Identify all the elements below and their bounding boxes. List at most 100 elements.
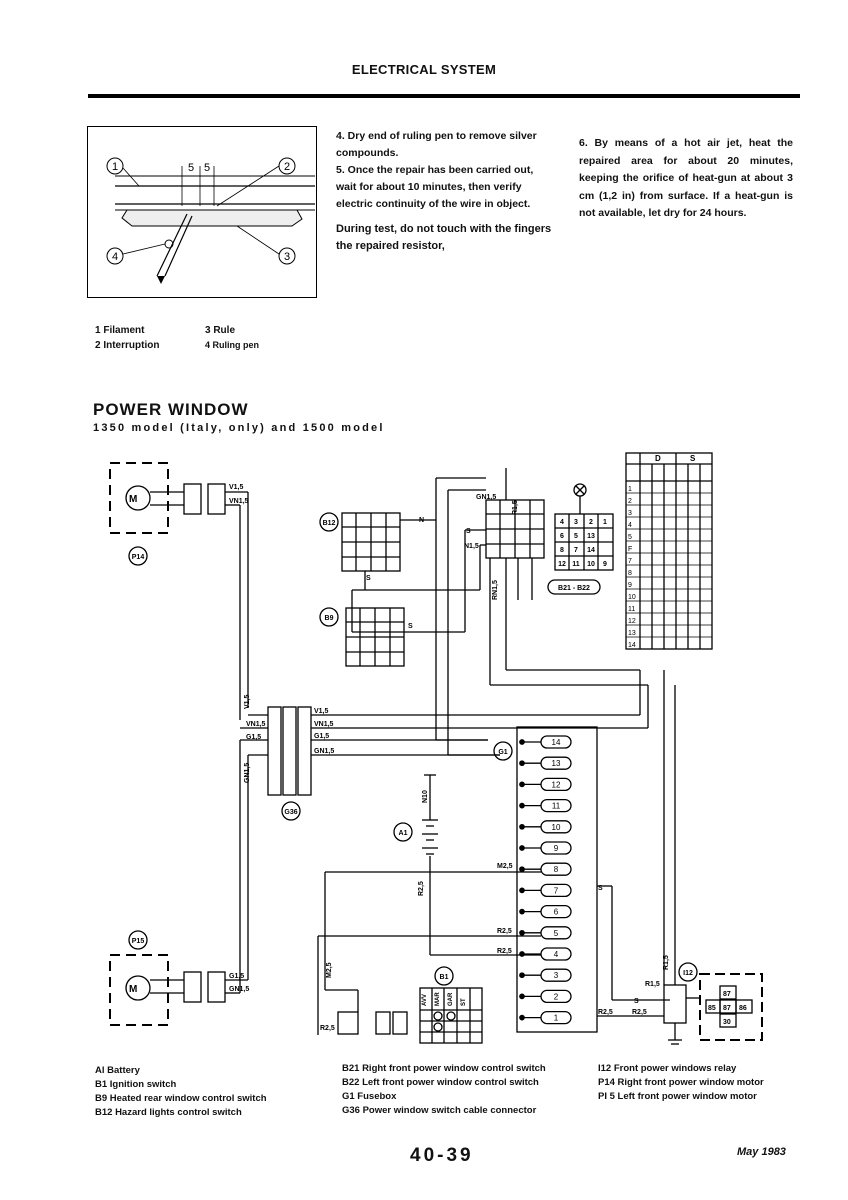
page-number: 40-39 [410,1145,474,1166]
ign-avv: AVV [422,994,428,1006]
callout-1: 1 [112,161,118,173]
label-p14: P14 [132,554,145,561]
legend-column-3: I12 Front power windows relay P14 Right … [598,1062,764,1104]
legend-column-2: B21 Right front power window control swi… [342,1062,546,1118]
dim-label-b: 5 [204,162,210,174]
legend-column-1: Al Battery B1 Ignition switch B9 Heated … [95,1064,267,1120]
table-row-label: 3 [628,510,632,517]
legend-interruption: 2 Interruption [95,340,160,351]
relay-pin-87b: 87 [723,1005,731,1012]
label-i12: I12 [683,970,693,977]
wire-r15-relay: R1,5 [645,981,660,988]
wire-r25-fuse5: R2,5 [497,928,512,935]
relay-pin-30: 30 [723,1019,731,1026]
middle-column: 4. Dry end of ruling pen to remove silve… [336,128,554,255]
ign-st: ST [461,998,467,1006]
table-row-label: 11 [628,606,635,613]
fuse-number: 11 [552,802,561,811]
connector-pin-number: 13 [587,533,595,540]
connector-pin-number: 8 [560,547,564,554]
fuse-number: 8 [554,865,559,874]
motor-p15-label: M [129,984,137,995]
table-row-label: 13 [628,630,636,637]
wire-g15-g36: G1,5 [246,734,261,741]
figure-legend-right: 3 Rule 4 Ruling pen [205,323,259,353]
wire-g15-p15: G1,5 [229,973,244,980]
fuse [540,862,572,876]
label-b1: B1 [440,974,449,981]
legend-rule: 3 Rule [205,325,236,336]
fuse-number: 1 [554,1014,559,1023]
fuse-terminal [519,887,525,894]
wire-vn15-p14: VN1,5 [229,498,249,505]
wire-r25-ign: R2,5 [320,1025,335,1032]
table-header-s: S [690,454,696,463]
wire-vn15-out: VN1,5 [314,721,334,728]
fuse-number: 12 [552,780,561,789]
relay-pin-85: 85 [708,1005,716,1012]
dim-label-a: 5 [188,162,194,174]
wire-m25-ign: M2,5 [326,962,333,978]
label-b12: B12 [323,520,336,527]
table-row-label: 5 [628,534,632,541]
table-row-label: 8 [628,570,632,577]
label-p15: P15 [132,938,145,945]
wire-n-b12: N [419,517,424,524]
legend-i12: I12 Front power windows relay [598,1063,737,1074]
table-row-label: 14 [628,642,636,649]
connector-pin-number: 3 [574,519,578,526]
fuse [540,841,572,855]
fuse [540,968,572,982]
fuse-number: 4 [554,950,559,959]
table-row-label: 7 [628,558,632,565]
label-b21-b22: B21 - B22 [558,585,590,592]
section-title: POWER WINDOW [93,400,249,419]
wire-s-b9: S [408,623,413,630]
fuse-number: 3 [554,971,559,980]
connector-pin-number: 6 [560,533,564,540]
fuse [540,947,572,961]
fuse-number: 2 [554,992,559,1001]
connector-pin-number: 1 [603,519,607,526]
label-g36: G36 [284,809,297,816]
callout-2: 2 [284,161,290,173]
fuse-terminal [519,802,525,809]
table-row-label: 12 [628,618,636,625]
wire-s-b12: S [366,575,371,582]
wire-r15-top: R1,5 [512,500,519,515]
label-b9: B9 [325,615,334,622]
fuse-terminal [519,866,525,873]
page-header: ELECTRICAL SYSTEM [351,62,497,77]
connector-pin-number: 5 [574,533,578,540]
callout-4: 4 [112,251,118,263]
connector-pin-number: 10 [587,561,595,568]
fuse-terminal [519,1014,525,1021]
table-row-label: 9 [628,582,632,589]
connector-pin-number: 2 [589,519,593,526]
wire-s-relay: S [634,998,639,1005]
fuse-terminal [519,739,525,745]
connector-pin-number: 11 [572,561,580,568]
fuse-terminal [519,993,525,1000]
wire-r15-vert: R1,5 [663,955,670,970]
label-a1: A1 [399,830,408,837]
connector-pin-number: 12 [558,561,566,568]
fuse-number: 14 [552,738,561,747]
fuse-terminal [519,845,525,851]
wire-v15-vert: V1,5 [244,694,251,709]
wire-gn15-p15: GN1,5 [229,986,249,993]
callout-3: 3 [284,251,290,263]
fuse-number: 6 [554,908,559,917]
fuse-terminal [519,781,525,788]
table-row-label: F [628,546,632,553]
legend-b12: B12 Hazard lights control switch [95,1107,242,1118]
wire-r25-battery: R2,5 [418,881,425,896]
wire-s-switch: S [466,528,471,535]
wire-vn15-g36: VN1,5 [246,721,266,728]
wire-g15-out: G1,5 [314,733,329,740]
fuse [540,798,572,813]
motor-p14-label: M [129,494,137,505]
fuse [540,989,572,1004]
right-column: 6. By means of a hot air jet, heat the r… [579,135,793,223]
